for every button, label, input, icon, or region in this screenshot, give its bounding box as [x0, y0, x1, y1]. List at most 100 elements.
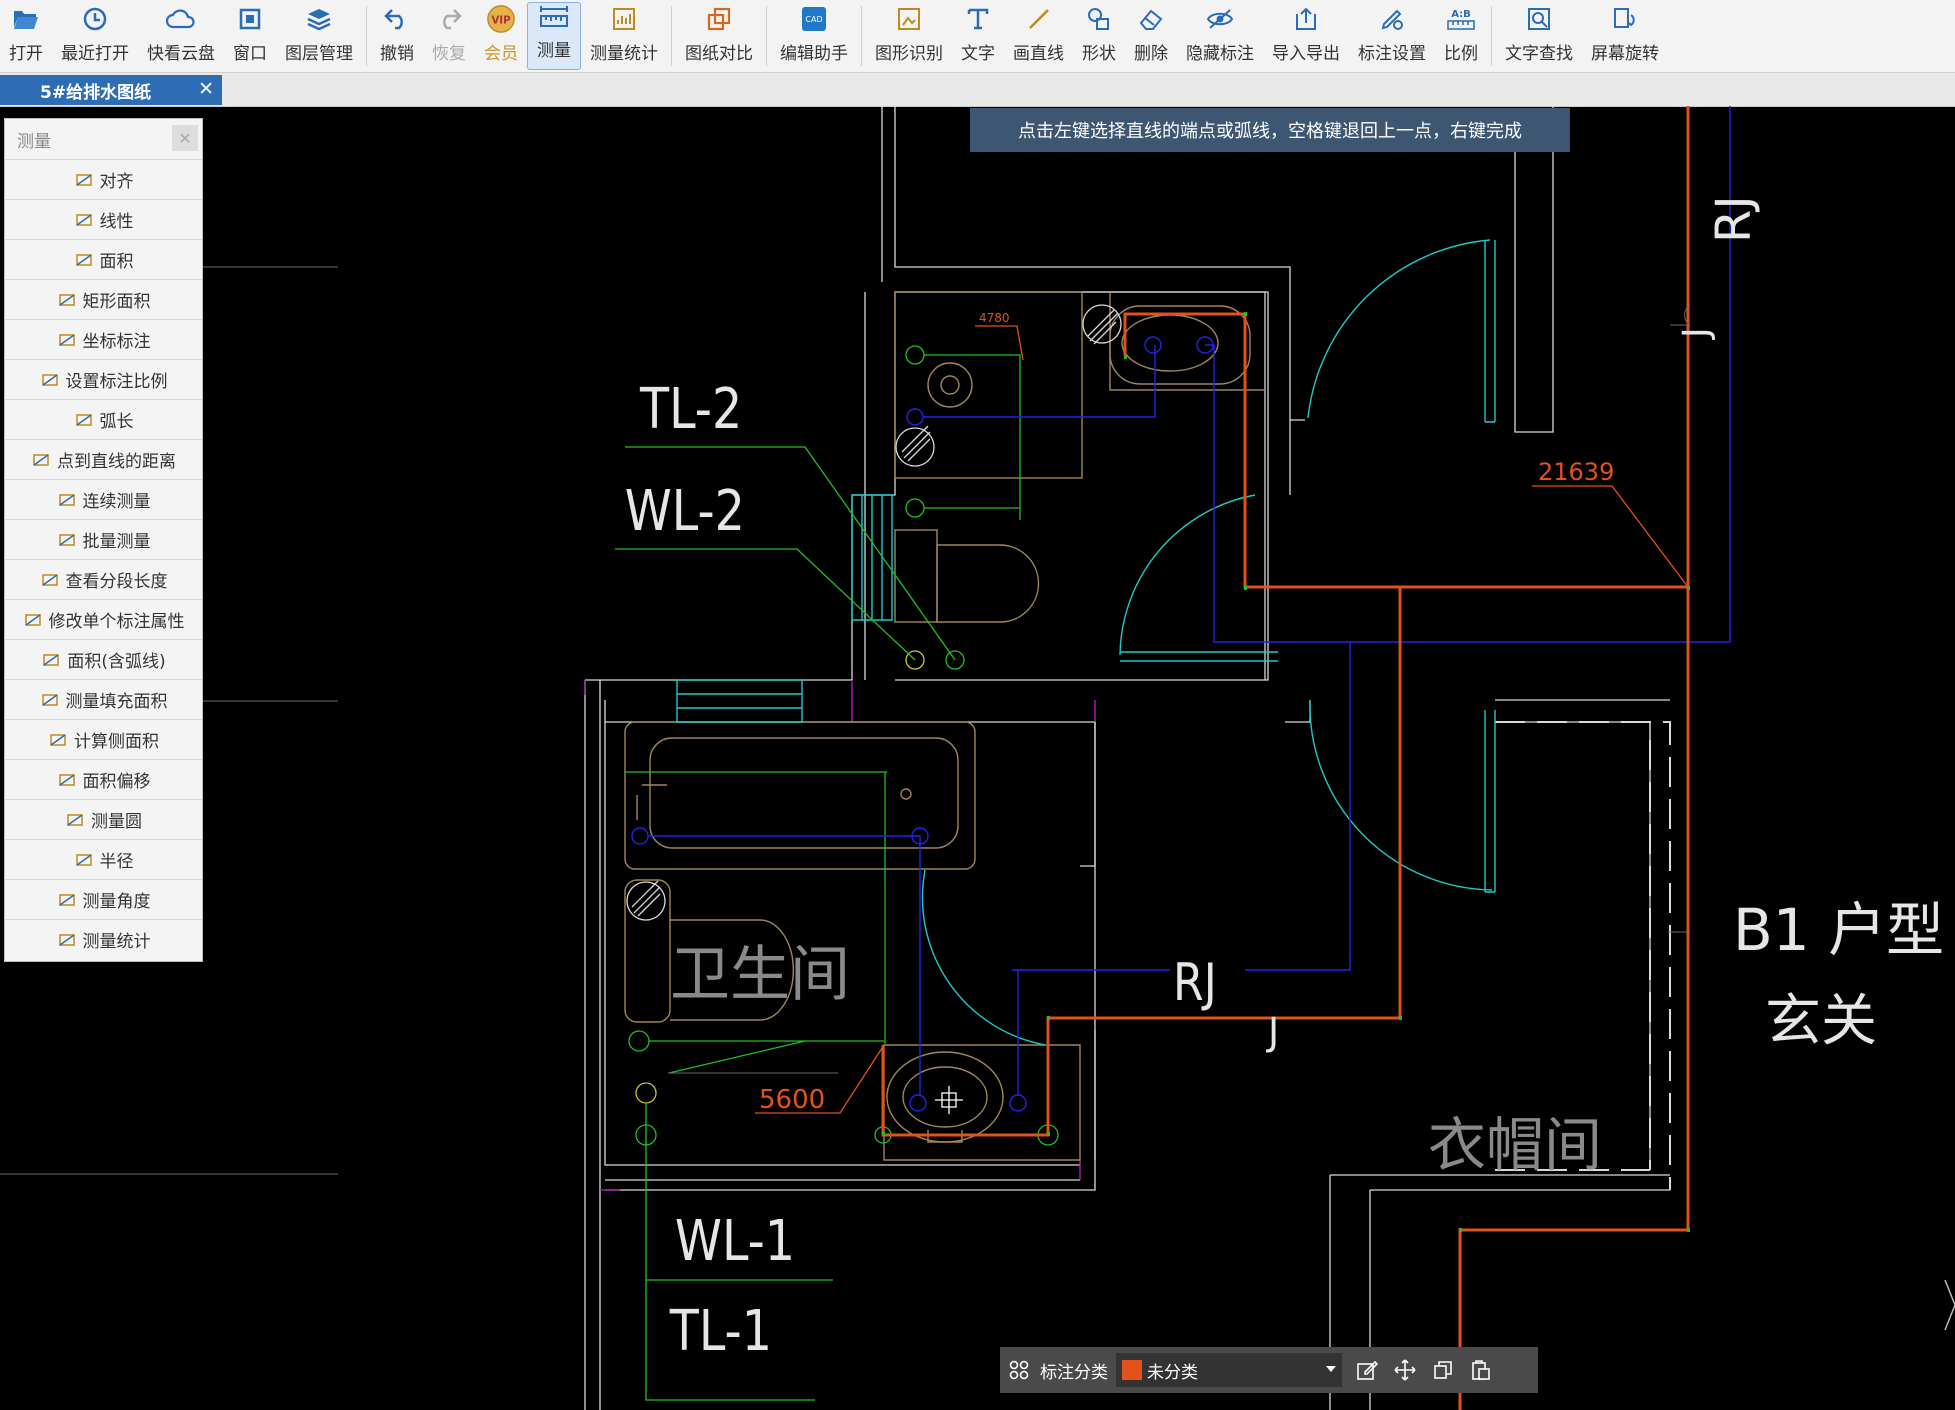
edit-icon[interactable] — [1348, 1347, 1386, 1393]
undo-button[interactable]: 撤销 — [371, 0, 423, 72]
toolbar-divider — [861, 6, 862, 66]
measure-panel-item-label: 面积 — [99, 252, 134, 272]
measure-panel-item[interactable]: 面积(含弧线) — [5, 639, 202, 679]
rotate-screen-button[interactable]: 屏幕旋转 — [1582, 0, 1668, 72]
annotation-category-label: 标注分类 — [1040, 1362, 1108, 1383]
measure-panel-item[interactable]: 对齐 — [5, 159, 202, 199]
folder-open-icon — [11, 4, 41, 34]
measure-panel-item[interactable]: 测量圆 — [5, 799, 202, 839]
cad-canvas[interactable]: TL-2 WL-2 RJ J WL-1 TL-1 B1 户型 玄关 衣帽间 卫生… — [0, 106, 1955, 1410]
close-icon[interactable]: ✕ — [172, 125, 198, 151]
window-button[interactable]: 窗口 — [224, 0, 276, 72]
measure-panel-item[interactable]: 半径 — [5, 839, 202, 879]
floor-drains — [626, 304, 1122, 921]
annotation-settings-button[interactable]: 标注设置 — [1349, 0, 1435, 72]
measure-panel-item-label: 弧长 — [99, 412, 134, 432]
arc-length-icon — [74, 410, 94, 430]
point-line-distance-icon — [31, 450, 51, 470]
linear-icon — [74, 210, 94, 230]
measure-panel-item[interactable]: 测量角度 — [5, 879, 202, 919]
document-tab-title: 5#给排水图纸 — [40, 82, 152, 103]
measure-panel-item[interactable]: 矩形面积 — [5, 279, 202, 319]
shape-button[interactable]: 形状 — [1073, 0, 1125, 72]
document-tab[interactable]: 5#给排水图纸 ✕ — [0, 75, 222, 105]
set-scale-icon — [40, 370, 60, 390]
area-icon — [74, 250, 94, 270]
measure-panel-header: 测量 ✕ — [5, 119, 202, 159]
align-icon — [74, 170, 94, 190]
segment-length-icon — [40, 570, 60, 590]
delete-button[interactable]: 删除 — [1125, 0, 1177, 72]
close-icon[interactable]: ✕ — [198, 78, 214, 100]
paste-icon[interactable] — [1462, 1347, 1500, 1393]
layers-button[interactable]: 图层管理 — [276, 0, 362, 72]
cad-edit-icon: CAD — [799, 4, 829, 34]
measure-panel-item-label: 测量角度 — [82, 892, 151, 912]
measure-panel-item-label: 对齐 — [99, 172, 134, 192]
measure-panel-item-label: 测量统计 — [82, 932, 151, 952]
cloud-button[interactable]: 快看云盘 — [138, 0, 224, 72]
measure-panel-item-label: 矩形面积 — [82, 292, 151, 312]
measure-panel-item[interactable]: 查看分段长度 — [5, 559, 202, 599]
import-export-button[interactable]: 导入导出 — [1263, 0, 1349, 72]
crosshair-cursor-icon — [935, 1086, 963, 1114]
measure-panel-item[interactable]: 计算侧面积 — [5, 719, 202, 759]
walls — [584, 106, 1670, 1410]
label-tl2: TL-2 — [639, 377, 742, 442]
label-xuanguan: 玄关 — [1765, 989, 1877, 1054]
edit-assistant-button[interactable]: CAD 编辑助手 — [771, 0, 857, 72]
dim-21639: 21639 — [1538, 458, 1614, 486]
measure-panel-item-label: 线性 — [99, 212, 134, 232]
open-button[interactable]: 打开 — [0, 0, 52, 72]
measure-stats-icon — [57, 930, 77, 950]
measure-panel-item[interactable]: 修改单个标注属性 — [5, 599, 202, 639]
annotation-category-bar: 标注分类 未分类 — [1000, 1347, 1538, 1393]
measure-panel-item[interactable]: 测量填充面积 — [5, 679, 202, 719]
measure-panel-item[interactable]: 面积 — [5, 239, 202, 279]
toolbar-divider — [671, 6, 672, 66]
compare-button[interactable]: 图纸对比 — [676, 0, 762, 72]
measure-panel-item[interactable]: 线性 — [5, 199, 202, 239]
measure-panel-item[interactable]: 连续测量 — [5, 479, 202, 519]
scale-button[interactable]: A:B 比例 — [1435, 0, 1487, 72]
text-button[interactable]: 文字 — [952, 0, 1004, 72]
copy-icon[interactable] — [1424, 1347, 1462, 1393]
fill-area-icon — [40, 690, 60, 710]
label-weishengjian: 卫生间 — [670, 940, 850, 1010]
label-rj-mid: RJ — [1173, 953, 1217, 1013]
label-j-mid: J — [1266, 1010, 1279, 1054]
draw-line-button[interactable]: 画直线 — [1004, 0, 1073, 72]
continuous-measure-icon — [57, 490, 77, 510]
eraser-icon — [1136, 4, 1166, 34]
shape-recognize-button[interactable]: 图形识别 — [866, 0, 952, 72]
measure-button[interactable]: 测量 — [527, 2, 581, 70]
measure-panel-item-label: 测量圆 — [91, 812, 142, 832]
dimension-labels: 4780 21639 5600 — [759, 311, 1614, 1115]
redo-button[interactable]: 恢复 — [423, 0, 475, 72]
text-search-button[interactable]: 文字查找 — [1496, 0, 1582, 72]
measure-stats-icon — [609, 4, 639, 34]
edit-annotation-icon — [23, 610, 43, 630]
measure-panel-item[interactable]: 设置标注比例 — [5, 359, 202, 399]
vip-button[interactable]: VIP 会员 — [475, 0, 527, 72]
dim-4780: 4780 — [979, 311, 1010, 325]
measure-panel-item[interactable]: 面积偏移 — [5, 759, 202, 799]
import-export-icon — [1291, 4, 1321, 34]
category-selected-value: 未分类 — [1147, 1362, 1198, 1383]
measure-panel-item[interactable]: 点到直线的距离 — [5, 439, 202, 479]
toolbar-divider — [1491, 6, 1492, 66]
recent-open-button[interactable]: 最近打开 — [52, 0, 138, 72]
annotation-category-select[interactable]: 未分类 — [1116, 1353, 1342, 1387]
text-icon — [963, 4, 993, 34]
misc-lines — [668, 304, 1691, 1074]
hide-annotations-button[interactable]: 隐藏标注 — [1177, 0, 1263, 72]
rotate-screen-icon — [1610, 4, 1640, 34]
grid-menu-icon[interactable] — [1000, 1347, 1038, 1393]
radius-icon — [74, 850, 94, 870]
measure-stats-button[interactable]: 测量统计 — [581, 0, 667, 72]
measure-panel-item[interactable]: 批量测量 — [5, 519, 202, 559]
measure-panel-item[interactable]: 弧长 — [5, 399, 202, 439]
move-icon[interactable] — [1386, 1347, 1424, 1393]
measure-panel-item[interactable]: 测量统计 — [5, 919, 202, 959]
measure-panel-item[interactable]: 坐标标注 — [5, 319, 202, 359]
